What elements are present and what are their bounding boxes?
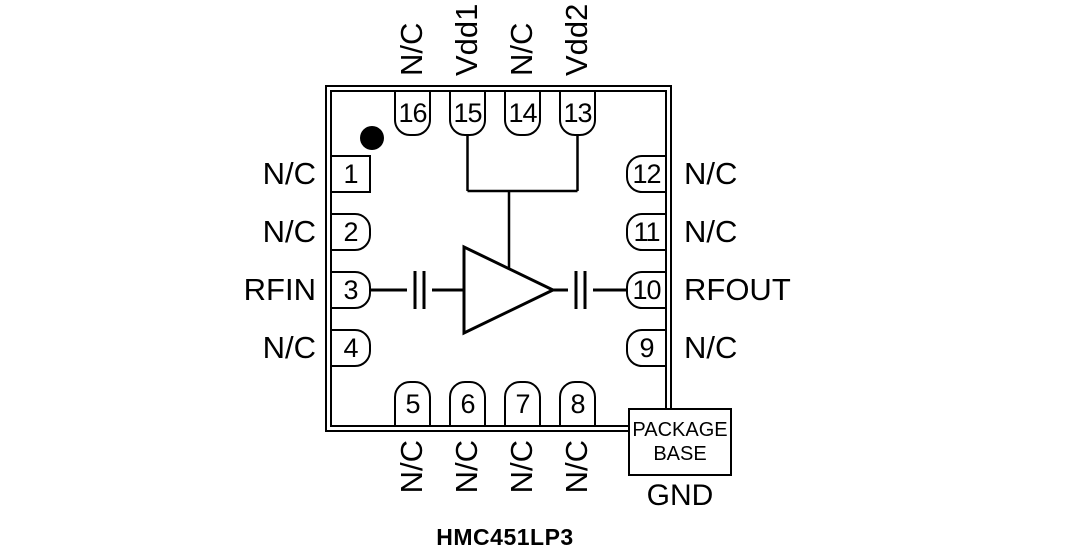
pin-10: 10 — [626, 271, 667, 309]
pin-8: 8 — [559, 381, 596, 427]
pin-12-label: N/C — [684, 156, 738, 191]
pin-12: 12 — [626, 155, 667, 193]
package-base-line2: BASE — [653, 443, 707, 465]
pin-2: 2 — [330, 213, 371, 251]
pin-13-label: Vdd2 — [559, 3, 594, 76]
vdd-feed-lines — [466, 136, 579, 270]
pin1-indicator-dot — [360, 126, 384, 150]
pin-7: 7 — [504, 381, 541, 427]
amplifier-triangle — [462, 244, 557, 336]
package-outline — [325, 85, 672, 432]
package-base-box: PACKAGE BASE — [628, 408, 732, 476]
pin-3-label: RFIN — [243, 272, 316, 307]
pin-15-label: Vdd1 — [449, 3, 484, 76]
gnd-label: GND — [646, 479, 714, 512]
pin-4: 4 — [330, 329, 371, 367]
pin-13: 13 — [559, 90, 596, 136]
pin-11: 11 — [626, 213, 667, 251]
pin-9-label: N/C — [684, 330, 738, 365]
pin-1-label: N/C — [262, 156, 316, 191]
package-base-line1: PACKAGE — [632, 419, 728, 441]
pin-14-label: N/C — [504, 22, 539, 76]
pin-6: 6 — [449, 381, 486, 427]
package-outline-inner — [330, 90, 667, 427]
pin-1: 1 — [330, 155, 371, 193]
pin-4-label: N/C — [262, 330, 316, 365]
pin-16-label: N/C — [394, 22, 429, 76]
pin-11-label: N/C — [684, 214, 738, 249]
pin-10-label: RFOUT — [684, 272, 791, 307]
pin-9: 9 — [626, 329, 667, 367]
pin-3: 3 — [330, 271, 371, 309]
pin-2-label: N/C — [262, 214, 316, 249]
pin-15: 15 — [449, 90, 486, 136]
part-number: HMC451LP3 — [436, 524, 574, 550]
pin-14: 14 — [504, 90, 541, 136]
pin-5: 5 — [394, 381, 431, 427]
pin-16: 16 — [394, 90, 431, 136]
